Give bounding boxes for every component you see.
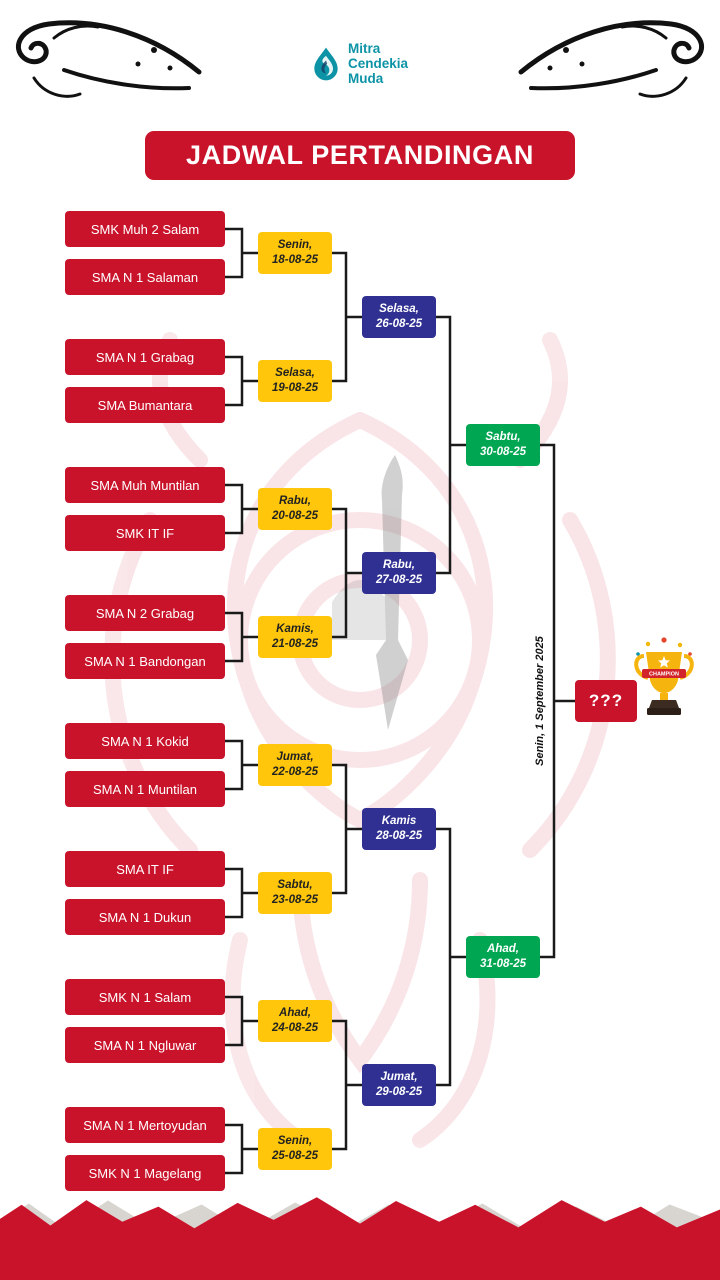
round1-date-box: Selasa, 19-08-25 [258,360,332,402]
match-day: Selasa, [379,303,419,316]
final-date-vertical: Senin, 1 September 2025 [534,636,546,766]
team-box: SMA N 1 Grabag [65,339,225,375]
team-box: SMK N 1 Magelang [65,1155,225,1191]
match-date: 24-08-25 [271,1022,319,1034]
semifinal-date-box: Sabtu, 30-08-25 [466,424,540,466]
round2-date-box: Rabu, 27-08-25 [362,552,436,594]
match-day: Kamis, [276,623,314,636]
match-day: Senin, [277,239,313,252]
match-date: 26-08-25 [375,318,423,330]
match-day: Senin, [277,1135,313,1148]
match-day: Rabu, [383,559,415,572]
match-day: Kamis [381,815,417,828]
sparkles [636,637,692,656]
match-day: Ahad, [279,1007,311,1020]
match-date: 19-08-25 [271,382,319,394]
match-date: 30-08-25 [479,446,527,458]
round1-date-box: Sabtu, 23-08-25 [258,872,332,914]
round1-date-box: Senin, 18-08-25 [258,232,332,274]
logo-icon [314,47,338,81]
team-box: SMA N 2 Grabag [65,595,225,631]
semifinal-date-box: Ahad, 31-08-25 [466,936,540,978]
logo-line: Muda [347,70,384,86]
round1-date-box: Rabu, 20-08-25 [258,488,332,530]
team-box: SMA N 1 Muntilan [65,771,225,807]
winner-box: ??? [575,680,637,722]
match-date: 25-08-25 [271,1150,319,1162]
match-day: Jumat, [380,1071,418,1084]
team-box: SMA IT IF [65,851,225,887]
match-day: Rabu, [279,495,311,508]
round1-date-box: Jumat, 22-08-25 [258,744,332,786]
trophy-ribbon-label: CHAMPION [649,672,679,678]
team-box: SMA Bumantara [65,387,225,423]
team-box: SMA N 1 Ngluwar [65,1027,225,1063]
team-box: SMA N 1 Salaman [65,259,225,295]
logo-text: Mitra Cendekia Muda [347,41,409,87]
round1-date-box: Kamis, 21-08-25 [258,616,332,658]
team-box: SMK IT IF [65,515,225,551]
match-date: 31-08-25 [479,958,527,970]
round2-date-box: Kamis 28-08-25 [362,808,436,850]
match-date: 28-08-25 [375,830,423,842]
match-day: Sabtu, [485,431,521,444]
team-box: SMA Muh Muntilan [65,467,225,503]
match-date: 27-08-25 [375,574,423,586]
match-date: 23-08-25 [271,894,319,906]
round2-date-box: Jumat, 29-08-25 [362,1064,436,1106]
round2-date-box: Selasa, 26-08-25 [362,296,436,338]
round1-date-box: Senin, 25-08-25 [258,1128,332,1170]
team-box: SMK Muh 2 Salam [65,211,225,247]
logo-line: Mitra [347,41,381,56]
page-title: JADWAL PERTANDINGAN [145,131,575,180]
match-day: Selasa, [275,367,315,380]
decorative-flourish-left [15,20,202,98]
match-date: 22-08-25 [271,766,319,778]
logo-line: Cendekia [347,55,409,71]
match-day: Sabtu, [277,879,313,892]
match-date: 18-08-25 [271,254,319,266]
brand-logo: Mitra Cendekia Muda [0,41,720,87]
match-date: 29-08-25 [375,1086,423,1098]
match-day: Jumat, [276,751,314,764]
team-box: SMA N 1 Kokid [65,723,225,759]
team-box: SMA N 1 Dukun [65,899,225,935]
match-date: 20-08-25 [271,510,319,522]
team-box: SMA N 1 Bandongan [65,643,225,679]
trophy-icon: CHAMPION [634,637,694,715]
round1-date-box: Ahad, 24-08-25 [258,1000,332,1042]
match-date: 21-08-25 [271,638,319,650]
team-box: SMA N 1 Mertoyudan [65,1107,225,1143]
match-day: Ahad, [487,943,519,956]
decorative-flourish-right [518,20,705,98]
team-box: SMK N 1 Salam [65,979,225,1015]
